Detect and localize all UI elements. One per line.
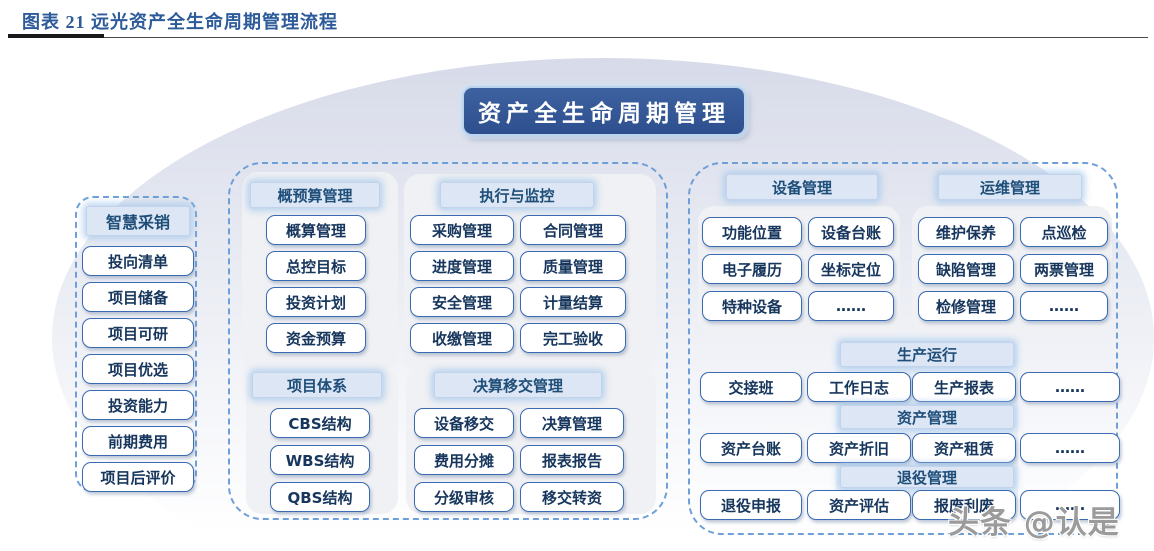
item-box: 费用分摊 <box>414 445 514 475</box>
group-header: 生产运行 <box>840 342 1014 367</box>
item-box: 项目优选 <box>82 354 194 384</box>
panel-smart-procurement: 智慧采销 投向清单 项目储备 项目可研 项目优选 投资能力 前期费用 项目后评价 <box>75 196 197 492</box>
item-box: …… <box>1020 433 1120 463</box>
item-box: 合同管理 <box>520 215 626 245</box>
item-box: 资产评估 <box>807 490 911 520</box>
caption-divider-accent <box>8 34 104 38</box>
item-box: 工作日志 <box>807 372 911 402</box>
item-box: 项目储备 <box>82 282 194 312</box>
panel-project-management: 概预算管理 概算管理 总控目标 投资计划 资金预算 执行与监控 采购管理 进度管… <box>228 162 668 520</box>
item-box: 收缴管理 <box>410 323 514 353</box>
item-box: 设备台账 <box>808 217 894 247</box>
item-box: 点巡检 <box>1020 217 1108 247</box>
item-box: 报废利废 <box>912 490 1016 520</box>
group-header: 概预算管理 <box>250 182 380 208</box>
item-box: 设备移交 <box>414 408 514 438</box>
group-header: 运维管理 <box>938 174 1082 200</box>
item-box: …… <box>808 291 894 321</box>
item-box: 资产台账 <box>700 433 802 463</box>
item-box: QBS结构 <box>270 482 370 512</box>
item-box: 质量管理 <box>520 251 626 281</box>
item-box: WBS结构 <box>270 445 370 475</box>
item-box: 资产折旧 <box>807 433 911 463</box>
item-box: 概算管理 <box>266 215 366 245</box>
group-header: 设备管理 <box>726 174 878 200</box>
item-box: 计量结算 <box>520 287 626 317</box>
item-box: 分级审核 <box>414 482 514 512</box>
group-header: 退役管理 <box>840 466 1014 488</box>
item-box: 报表报告 <box>520 445 624 475</box>
group-header: 决算移交管理 <box>434 372 602 398</box>
item-box: 安全管理 <box>410 287 514 317</box>
item-box: 电子履历 <box>702 254 802 284</box>
item-box: 采购管理 <box>410 215 514 245</box>
item-box: CBS结构 <box>270 408 370 438</box>
item-box: 项目后评价 <box>82 462 194 492</box>
group-header: 项目体系 <box>252 372 382 398</box>
item-box: 决算管理 <box>520 408 624 438</box>
item-box: …… <box>1020 490 1120 520</box>
item-box: 资金预算 <box>266 323 366 353</box>
item-box: 缺陷管理 <box>918 254 1014 284</box>
item-box: 生产报表 <box>912 372 1016 402</box>
item-box: 坐标定位 <box>808 254 894 284</box>
item-box: 检修管理 <box>918 291 1014 321</box>
item-box: …… <box>1020 372 1120 402</box>
group-header: 执行与监控 <box>440 182 594 208</box>
panel-equipment-operations: 设备管理 功能位置 电子履历 特种设备 设备台账 坐标定位 …… 运维管理 维护… <box>688 162 1120 535</box>
item-box: …… <box>1020 291 1108 321</box>
item-box: 维护保养 <box>918 217 1014 247</box>
item-box: 前期费用 <box>82 426 194 456</box>
item-box: 交接班 <box>700 372 802 402</box>
item-box: 资产租赁 <box>912 433 1016 463</box>
item-box: 项目可研 <box>82 318 194 348</box>
figure-caption: 图表 21 远光资产全生命周期管理流程 <box>22 12 338 32</box>
group-header: 资产管理 <box>840 405 1014 429</box>
item-box: 进度管理 <box>410 251 514 281</box>
main-title: 资产全生命周期管理 <box>462 86 746 136</box>
item-box: 特种设备 <box>702 291 802 321</box>
item-box: 两票管理 <box>1020 254 1108 284</box>
item-box: 投向清单 <box>82 246 194 276</box>
toutiao-watermark: 头条 @认是 <box>948 505 1120 541</box>
item-box: 移交转资 <box>520 482 624 512</box>
item-box: 投资能力 <box>82 390 194 420</box>
item-box: 完工验收 <box>520 323 626 353</box>
item-box: 退役申报 <box>700 490 802 520</box>
item-box: 功能位置 <box>702 217 802 247</box>
caption-divider-line <box>8 37 1148 38</box>
group-header: 智慧采销 <box>86 206 190 236</box>
item-box: 投资计划 <box>266 287 366 317</box>
item-box: 总控目标 <box>266 251 366 281</box>
